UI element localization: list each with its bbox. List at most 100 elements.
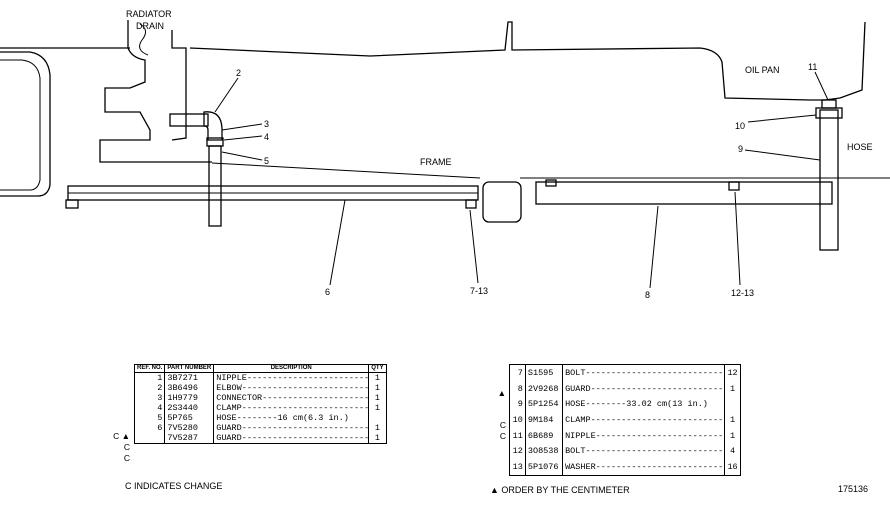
description-cell: GUARD------------------------------- bbox=[213, 423, 370, 433]
ref-cell: 2 bbox=[133, 383, 166, 393]
description-cell: CONNECTOR--------------------------- bbox=[213, 393, 370, 403]
ref-cell: 10 bbox=[509, 412, 526, 428]
callout-7-13: 7-13 bbox=[470, 286, 488, 296]
ref-cell: 3 bbox=[133, 393, 166, 403]
bolt-left-1 bbox=[65, 199, 79, 209]
part-number-cell: 3O8538 bbox=[524, 443, 564, 460]
table-row: 123O8538BOLT----------------------------… bbox=[509, 443, 741, 460]
callout-9: 9 bbox=[738, 144, 743, 154]
part-number-cell: 5P1254 bbox=[524, 396, 564, 413]
qty-cell: 4 bbox=[724, 443, 741, 460]
row-mark bbox=[484, 377, 506, 388]
figure-number: 175136 bbox=[838, 484, 869, 494]
part-number-cell: 2S3440 bbox=[164, 403, 215, 413]
qty-cell: 1 bbox=[368, 393, 387, 403]
part-number-cell: 7V5287 bbox=[164, 433, 215, 444]
ref-cell: 12 bbox=[509, 443, 526, 460]
label-oil-pan: OIL PAN bbox=[745, 65, 780, 75]
callout-4: 4 bbox=[264, 132, 269, 142]
description-cell: CLAMP------------------------------- bbox=[213, 403, 370, 413]
qty-cell bbox=[368, 413, 387, 423]
left-machine-inner-outline bbox=[0, 59, 41, 191]
qty-cell: 1 bbox=[368, 403, 387, 413]
row-mark bbox=[484, 398, 506, 409]
part-number-cell: 1H9779 bbox=[164, 393, 215, 403]
bolt-left-2 bbox=[465, 199, 477, 209]
description-cell: WASHER------------------------------ bbox=[562, 459, 726, 476]
qty-cell: 1 bbox=[724, 427, 741, 444]
table-row: 7S1595BOLT------------------------------… bbox=[509, 364, 741, 381]
note-indicates-change: C INDICATES CHANGE bbox=[125, 481, 223, 491]
hose-and-guard-diagram: RADIATOR DRAIN OIL PAN HOSE FRAME 2 3 4 … bbox=[0, 9, 890, 300]
bolt-right-1 bbox=[545, 179, 557, 187]
ref-cell: 4 bbox=[133, 403, 166, 413]
parts-table-right: 7S1595BOLT------------------------------… bbox=[509, 364, 741, 476]
callout-11: 11 bbox=[808, 62, 817, 72]
row-mark bbox=[484, 366, 506, 377]
part-number-cell: 3B7271 bbox=[164, 372, 215, 383]
ref-cell: 5 bbox=[133, 413, 166, 423]
qty-cell: 1 bbox=[368, 423, 387, 433]
leader-12-13 bbox=[734, 191, 741, 286]
description-cell: NIPPLE------------------------------ bbox=[213, 372, 370, 383]
leader-7-13 bbox=[469, 209, 479, 284]
row-mark: C bbox=[123, 441, 130, 452]
qty-cell: 1 bbox=[368, 383, 387, 393]
ref-cell: 7 bbox=[509, 364, 526, 381]
qty-cell: 1 bbox=[368, 372, 387, 383]
qty-cell: 16 bbox=[724, 459, 741, 476]
label-frame: FRAME bbox=[420, 157, 452, 167]
callout-3: 3 bbox=[264, 119, 269, 129]
description-cell: GUARD------------------------------- bbox=[562, 380, 726, 397]
table-row: 67V5280GUARD----------------------------… bbox=[133, 423, 387, 433]
table-row: 135P1076WASHER--------------------------… bbox=[509, 459, 741, 476]
bolt-right-2 bbox=[728, 181, 740, 191]
part-number-cell: 7V5280 bbox=[164, 423, 215, 433]
callout-6: 6 bbox=[325, 287, 330, 297]
description-cell: ELBOW------------------------------- bbox=[213, 383, 370, 393]
table-row: 116B689NIPPLE---------------------------… bbox=[509, 427, 741, 444]
qty-cell bbox=[724, 396, 741, 413]
header-description: DESCRIPTION bbox=[213, 364, 370, 373]
ref-cell: 11 bbox=[509, 427, 526, 444]
ref-cell: 13 bbox=[509, 459, 526, 476]
row-mark bbox=[108, 420, 130, 431]
engine-outline bbox=[0, 21, 866, 101]
part-number-cell: S1595 bbox=[524, 364, 564, 381]
hose-long bbox=[819, 109, 839, 251]
callout-12-13: 12-13 bbox=[731, 288, 754, 298]
ref-cell: 8 bbox=[509, 380, 526, 397]
callout-8: 8 bbox=[645, 290, 650, 300]
label-radiator: RADIATOR bbox=[126, 9, 172, 19]
radiator-outline bbox=[99, 20, 212, 163]
row-mark: ▲ bbox=[497, 387, 506, 398]
leader-6 bbox=[329, 199, 346, 286]
leader-3 bbox=[221, 123, 263, 131]
part-number-cell: 6B689 bbox=[524, 427, 564, 444]
description-cell: CLAMP------------------------------- bbox=[562, 412, 726, 428]
row-mark: C bbox=[499, 419, 506, 430]
description-cell: GUARD------------------------------- bbox=[213, 433, 370, 444]
guard-right bbox=[535, 181, 833, 205]
ref-cell bbox=[133, 433, 166, 444]
description-cell: HOSE--------33.02 cm(13 in.) bbox=[562, 396, 726, 413]
callout-5: 5 bbox=[264, 156, 269, 166]
leader-4 bbox=[223, 135, 263, 141]
row-mark bbox=[108, 388, 130, 399]
table-row: 13B7271NIPPLE---------------------------… bbox=[133, 372, 387, 383]
part-number-cell: 9M184 bbox=[524, 412, 564, 428]
qty-cell: 12 bbox=[724, 364, 741, 381]
ref-cell: 1 bbox=[133, 372, 166, 383]
callout-2: 2 bbox=[236, 68, 241, 78]
ref-cell: 6 bbox=[133, 423, 166, 433]
row-mark bbox=[484, 409, 506, 420]
leader-5 bbox=[221, 151, 263, 161]
table-row: 109M184CLAMP----------------------------… bbox=[509, 412, 741, 428]
header-ref-no: REF. NO. bbox=[133, 364, 166, 373]
part-number-cell: 3B6496 bbox=[164, 383, 215, 393]
leader-9 bbox=[744, 149, 821, 161]
table-row: 23B6496ELBOW----------------------------… bbox=[133, 383, 387, 393]
nipple-part bbox=[169, 113, 209, 127]
